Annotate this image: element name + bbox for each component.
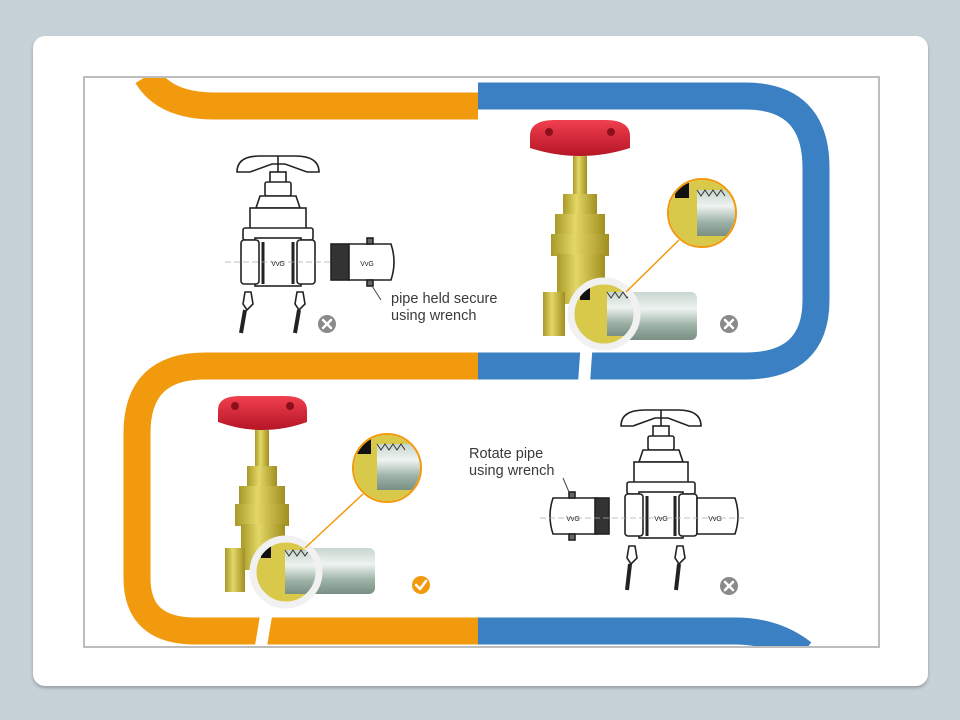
step-1-status bbox=[318, 315, 336, 333]
step-4-status bbox=[720, 577, 738, 595]
handwheel-red bbox=[530, 120, 630, 156]
annotation-line: using wrench bbox=[469, 463, 555, 479]
step-3-status bbox=[412, 576, 430, 594]
check-circle-icon bbox=[412, 576, 430, 594]
path-segment-orange-top bbox=[135, 78, 478, 120]
step-1-line-drawing: VvG VvG bbox=[225, 155, 395, 334]
winding-path bbox=[123, 78, 830, 646]
annotation-line: using wrench bbox=[391, 308, 477, 324]
step-2-color-valve bbox=[530, 120, 737, 404]
path-segment-blue-bottom bbox=[478, 617, 812, 646]
brand-mark: VvG bbox=[708, 516, 722, 523]
illustration-frame: VvG VvG bbox=[83, 76, 880, 648]
annotation-line: Rotate pipe bbox=[469, 446, 544, 462]
pipe-installation-diagram: VvG VvG bbox=[123, 78, 830, 646]
brand-mark: VvG bbox=[360, 261, 374, 268]
brand-mark: VvG bbox=[271, 261, 285, 268]
brand-mark: VvG bbox=[654, 516, 668, 523]
step-4-line-drawing: VvG VvG VvG bbox=[540, 409, 745, 591]
step-4-annotation: Rotate pipe using wrench bbox=[469, 446, 554, 480]
brand-mark: VvG bbox=[566, 516, 580, 523]
path-segment-orange-middle bbox=[123, 352, 478, 645]
step-3-color-valve bbox=[218, 396, 422, 646]
path-segment-blue-top bbox=[478, 82, 830, 380]
step-1-annotation: pipe held secure using wrench bbox=[391, 291, 497, 325]
handwheel-red bbox=[218, 396, 307, 430]
annotation-line: pipe held secure bbox=[391, 291, 498, 307]
step-2-status bbox=[720, 315, 738, 333]
